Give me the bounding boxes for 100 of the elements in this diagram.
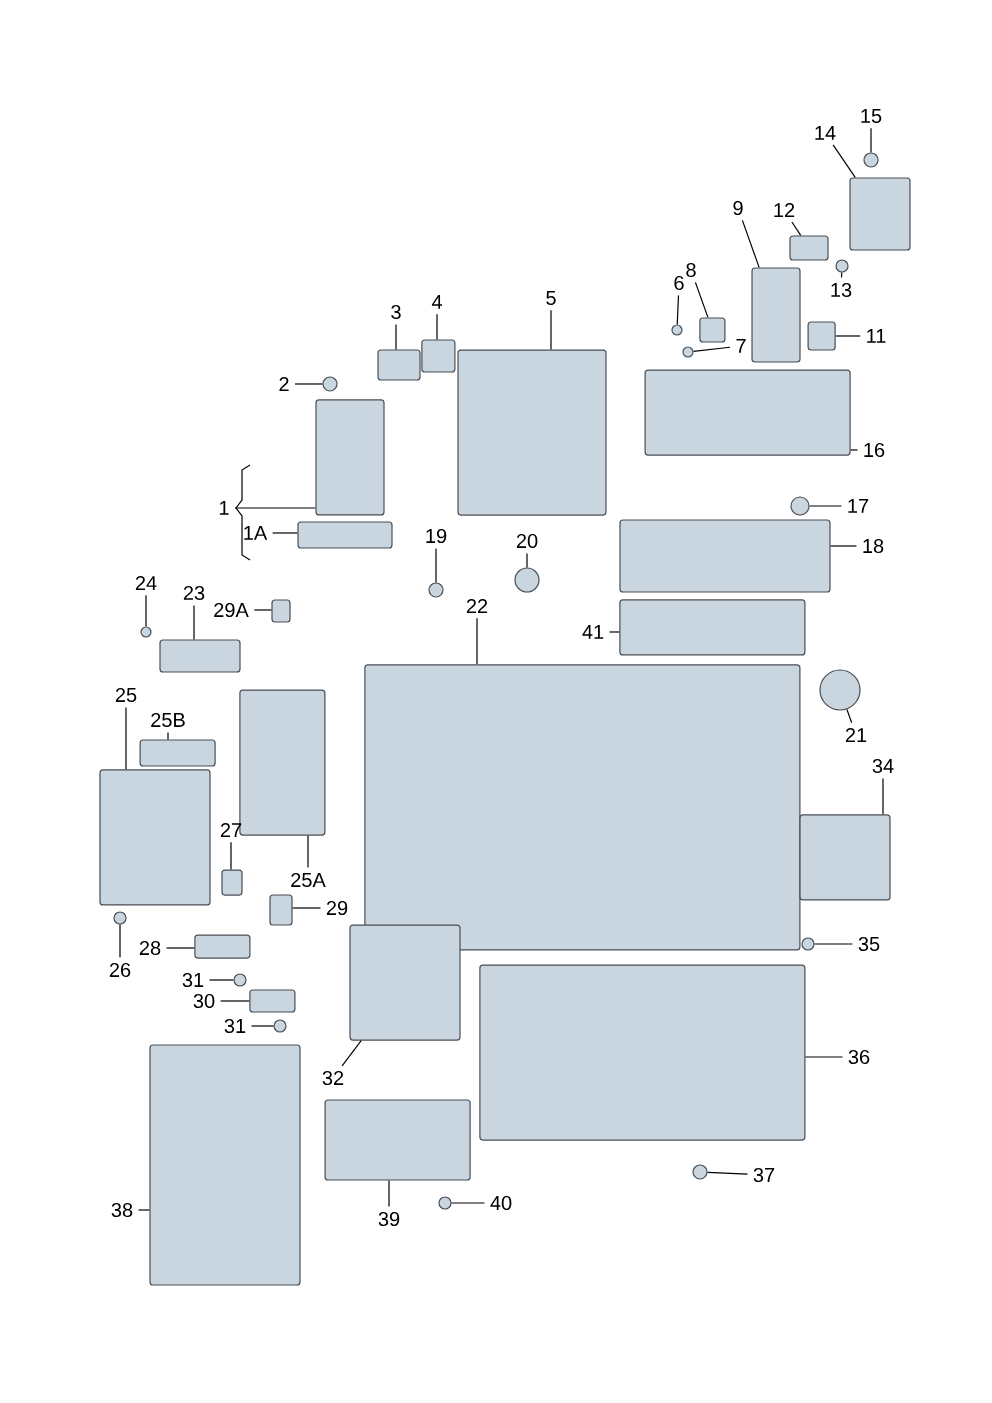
part-block <box>789 235 829 261</box>
fastener <box>322 376 338 392</box>
heater-core <box>315 399 385 516</box>
callout-number: 38 <box>111 1202 133 1218</box>
part-block <box>377 349 421 381</box>
callout-number: 4 <box>431 295 442 309</box>
callout-number: 16 <box>864 442 885 458</box>
part-block <box>271 599 291 623</box>
leader-line <box>219 1000 250 1002</box>
callout-number: 34 <box>872 758 894 774</box>
fastener <box>863 152 879 168</box>
cover-panel <box>479 964 806 1141</box>
callout-number: 31 <box>182 972 204 988</box>
part-block <box>269 894 293 926</box>
callout-number: 11 <box>867 329 886 343</box>
callout-number: 32 <box>322 1070 344 1086</box>
leader-line <box>809 505 843 507</box>
callout-number: 17 <box>848 499 869 513</box>
callout-number: 3 <box>391 304 401 320</box>
callout-number: 1A <box>244 526 268 540</box>
fastener <box>233 973 247 987</box>
callout-number: 24 <box>135 576 157 590</box>
leader-line <box>676 294 680 325</box>
fastener <box>273 1019 287 1033</box>
leader-line <box>835 335 861 337</box>
leader-line <box>791 221 802 236</box>
callout-number: 12 <box>774 203 795 217</box>
callout-number: 7 <box>736 339 746 353</box>
callout-number: 13 <box>831 282 852 298</box>
leader-line <box>253 609 272 611</box>
gasket-plate <box>751 267 801 363</box>
callout-number: 23 <box>183 585 205 601</box>
air-duct <box>99 769 211 906</box>
callout-number: 35 <box>858 936 880 952</box>
fastener <box>438 1196 452 1210</box>
callout-number: 27 <box>220 823 242 837</box>
leader-line <box>230 841 232 871</box>
fastener <box>819 669 861 711</box>
fastener <box>801 937 815 951</box>
callout-number: 15 <box>861 109 882 123</box>
leader-line <box>840 271 843 279</box>
callout-number: 5 <box>546 291 556 305</box>
leader-line <box>341 1040 362 1067</box>
leader-line <box>436 313 438 340</box>
leader-line <box>395 323 397 350</box>
callout-number: 18 <box>863 538 884 554</box>
callout-number: 28 <box>139 940 161 956</box>
callout-number: 41 <box>582 625 604 639</box>
callout-number: 1 <box>220 501 229 515</box>
callout-number: 25A <box>291 872 326 888</box>
fastener <box>428 582 444 598</box>
leader-line <box>234 507 316 509</box>
leader-line <box>145 594 147 627</box>
part-block <box>139 739 216 767</box>
leader-line <box>165 947 195 949</box>
actuator <box>799 814 891 901</box>
heater-housing <box>364 664 801 951</box>
gasket-plate <box>849 177 911 251</box>
leader-line <box>692 346 731 352</box>
leader-line <box>870 127 872 153</box>
callout-number: 2 <box>279 377 289 391</box>
leader-line <box>694 281 709 318</box>
filter-element <box>644 369 851 456</box>
callout-number: 30 <box>193 993 215 1009</box>
fastener <box>682 346 694 358</box>
leader-line <box>832 144 856 178</box>
leader-line <box>550 309 552 351</box>
leader-line <box>846 708 853 724</box>
fastener <box>692 1164 708 1180</box>
leader-line <box>294 383 323 385</box>
part-block <box>194 934 251 959</box>
blower <box>349 924 461 1041</box>
callout-number: 21 <box>845 728 867 742</box>
fastener <box>835 259 849 273</box>
callout-number: 26 <box>109 962 131 978</box>
leader-line <box>435 547 437 583</box>
seal-frame <box>297 521 393 549</box>
callout-number: 25B <box>151 712 185 728</box>
part-block <box>221 869 243 896</box>
leader-line <box>741 219 760 268</box>
leader-line <box>804 1056 844 1058</box>
part-block <box>699 317 726 343</box>
leader-line <box>608 631 620 633</box>
callout-number: 29 <box>326 900 348 916</box>
part-block <box>807 321 836 351</box>
leader-line <box>250 1025 274 1027</box>
leader-line <box>119 924 121 959</box>
callout-number: 37 <box>753 1167 775 1183</box>
seal-frame <box>619 599 806 656</box>
callout-number: 31 <box>224 1018 246 1034</box>
callout-number: 25 <box>115 687 137 703</box>
fastener <box>671 324 683 336</box>
leader-line <box>814 943 854 945</box>
leader-line <box>526 552 528 568</box>
part-block <box>159 639 241 673</box>
seal-frame <box>239 689 326 836</box>
callout-number: 8 <box>686 262 696 278</box>
callout-number: 40 <box>490 1195 512 1211</box>
fastener <box>113 911 127 925</box>
leader-line <box>137 1209 150 1211</box>
